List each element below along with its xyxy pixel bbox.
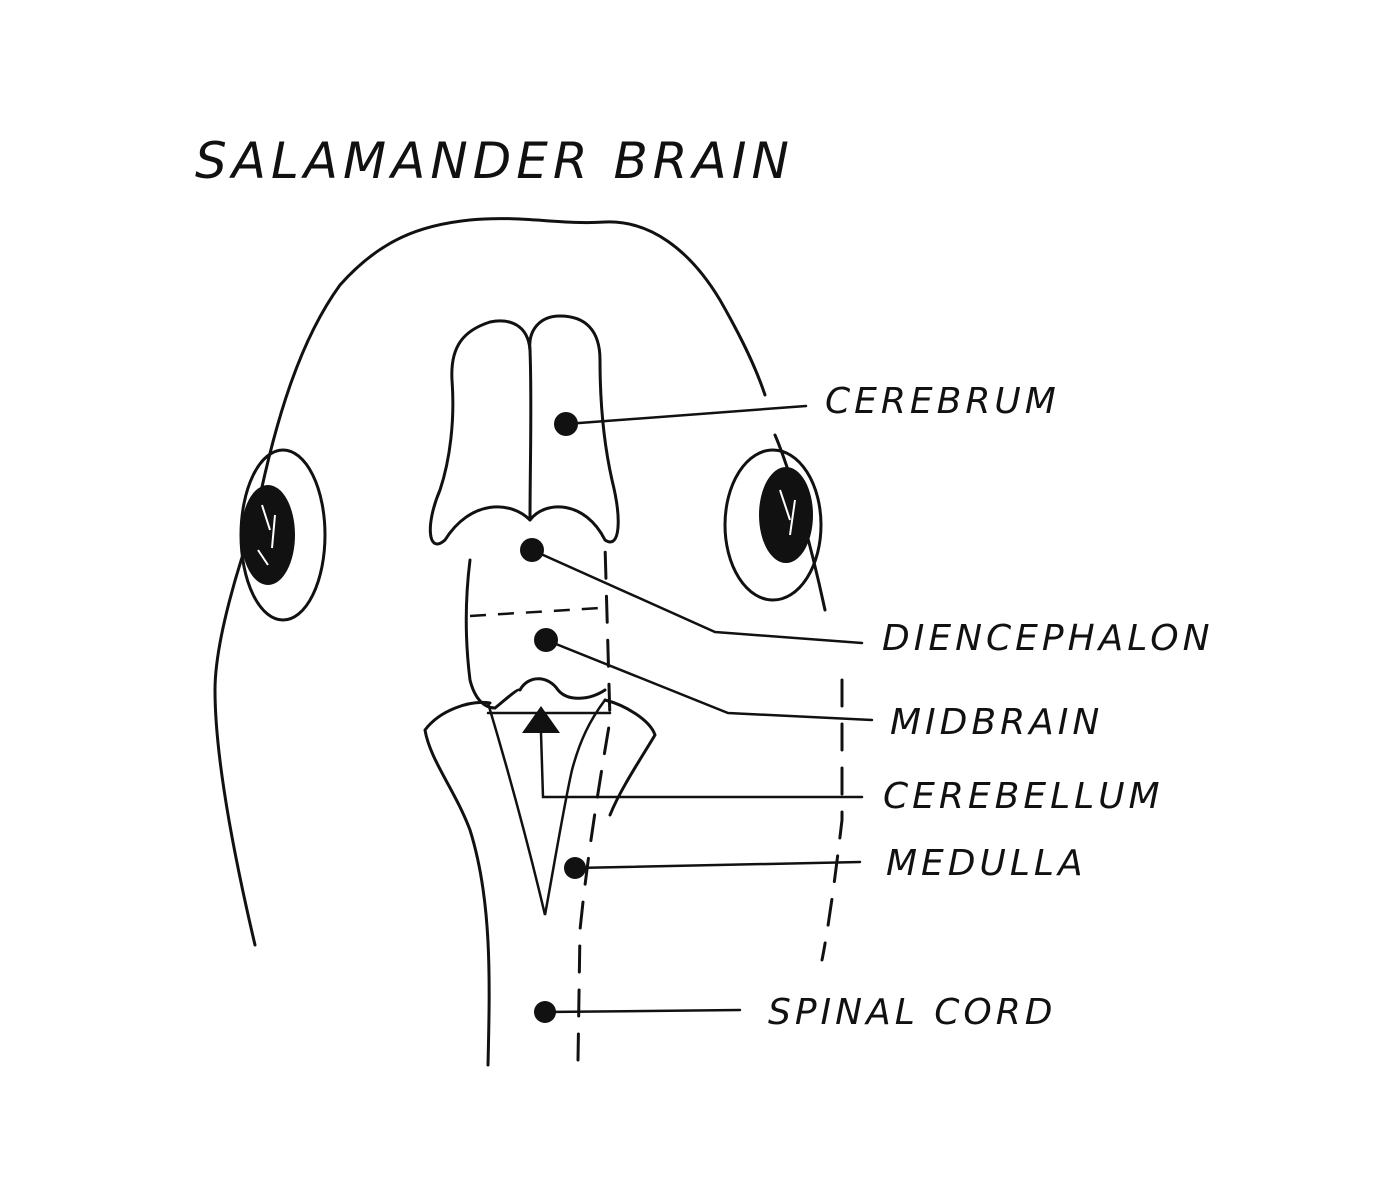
medulla-right-outline bbox=[603, 698, 657, 817]
diencephalon-outline bbox=[464, 558, 497, 710]
right-eye-highlight bbox=[779, 489, 796, 536]
right-eye-socket bbox=[723, 448, 823, 602]
right-body-dashed-line bbox=[820, 678, 844, 962]
label-cerebellum: CEREBELLUM bbox=[883, 776, 1164, 817]
cord-dashed-line bbox=[576, 543, 612, 1062]
label-spinal-cord: SPINAL CORD bbox=[768, 992, 1056, 1033]
diencephalon-leader-line bbox=[530, 548, 864, 645]
midbrain-leader-line bbox=[544, 638, 874, 722]
medulla-leader-line bbox=[573, 860, 862, 870]
label-midbrain: MIDBRAIN bbox=[890, 702, 1103, 743]
cerebrum-leader-line bbox=[564, 404, 808, 426]
midbrain-lobes bbox=[493, 677, 607, 710]
left-eye-pupil bbox=[241, 485, 295, 585]
label-medulla: MEDULLA bbox=[886, 843, 1087, 884]
cerebrum-left-hemisphere bbox=[428, 319, 533, 546]
cerebellum-arrowhead bbox=[522, 706, 560, 733]
diencephalon-midbrain-boundary bbox=[469, 606, 601, 618]
right-eye-pupil bbox=[759, 467, 813, 563]
medulla-left-outline bbox=[423, 700, 492, 1067]
head-outline bbox=[213, 217, 767, 947]
left-eye-highlight bbox=[257, 504, 276, 566]
diagram-title: SALAMANDER BRAIN bbox=[195, 132, 794, 190]
cerebellum-leader-line bbox=[539, 731, 864, 799]
spinal-cord-leader-line bbox=[543, 1008, 742, 1014]
fourth-ventricle-line bbox=[486, 698, 607, 916]
cerebrum-right-hemisphere bbox=[528, 314, 620, 544]
label-cerebrum: CEREBRUM bbox=[825, 381, 1060, 422]
label-diencephalon: DIENCEPHALON bbox=[882, 618, 1214, 659]
